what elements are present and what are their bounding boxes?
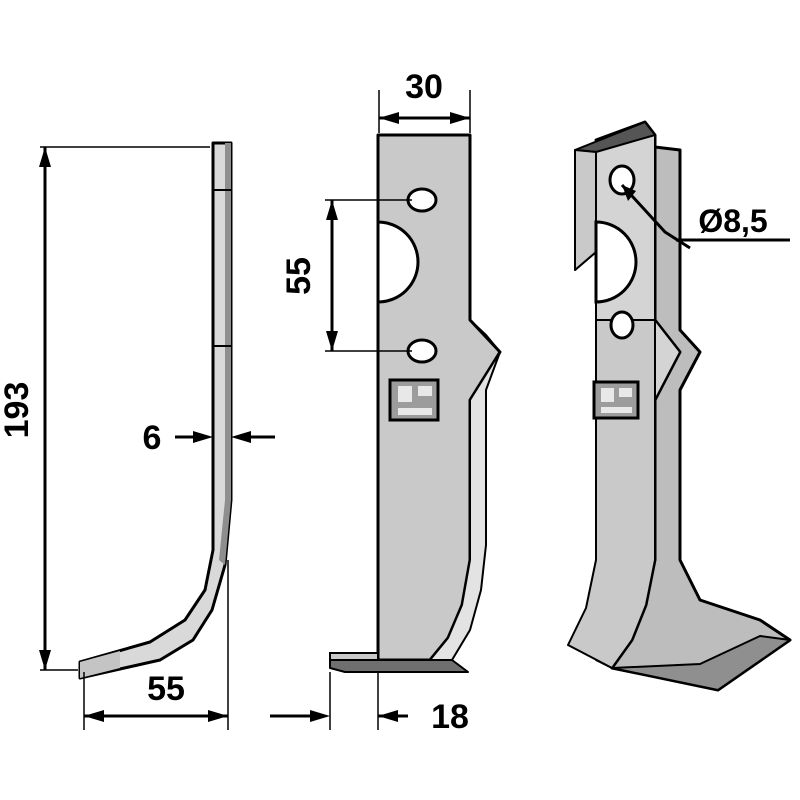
side-view-body	[78, 141, 233, 680]
front-view	[329, 133, 502, 673]
logo-notch-b	[418, 386, 432, 396]
perspective-view-logo-mark	[592, 380, 640, 420]
arrow-18-left	[310, 710, 330, 722]
front-view-notch	[376, 220, 420, 304]
logo-bar	[398, 408, 432, 415]
arrow-6-right	[231, 431, 251, 443]
perspective-view-notch	[594, 220, 638, 304]
arrow-6-left	[193, 431, 213, 443]
dim-label-55-holes: 55	[280, 257, 318, 295]
leader-arrow-hole	[622, 185, 636, 201]
logo-notch-a-iso	[601, 388, 614, 402]
side-view	[78, 141, 233, 680]
dimension-55-foot: 55	[83, 560, 229, 730]
arrow-55holes-bottom	[326, 331, 338, 351]
dimension-30: 30	[378, 68, 471, 133]
logo-notch-b-iso	[619, 388, 632, 397]
dimension-6: 6	[143, 419, 275, 457]
dimension-55-holes: 55	[280, 199, 412, 352]
side-view-foot-shade	[80, 651, 120, 678]
perspective-view-bottom-tip	[611, 635, 791, 691]
dim-label-193: 193	[0, 382, 36, 439]
perspective-view	[567, 120, 792, 692]
arrow-30-left	[379, 112, 399, 124]
dim-label-18: 18	[431, 698, 469, 736]
front-view-logo-mark	[388, 378, 440, 422]
logo-bar-iso	[601, 407, 632, 413]
arrow-55holes-top	[326, 200, 338, 220]
arrow-top-193	[39, 147, 51, 167]
dim-label-hole-diameter: Ø8,5	[698, 203, 767, 239]
front-view-foot	[329, 652, 379, 661]
perspective-view-hole-lower	[609, 310, 635, 340]
arrow-55foot-right	[208, 710, 228, 722]
perspective-view-hole-upper	[608, 164, 636, 196]
arrow-55foot-left	[84, 710, 104, 722]
leader-line-hole	[620, 183, 691, 250]
arrow-30-right	[450, 112, 470, 124]
front-view-base-strip	[329, 659, 469, 673]
dimension-hole-diameter: Ø8,5	[620, 183, 790, 250]
dim-label-6: 6	[143, 419, 162, 457]
front-view-hole-lower	[406, 338, 438, 364]
dim-label-55-foot: 55	[147, 670, 185, 708]
arrow-bottom-193	[39, 650, 51, 670]
side-view-edge-shade	[219, 143, 231, 565]
dim-label-30: 30	[405, 68, 443, 106]
logo-notch-a	[398, 386, 412, 402]
dimension-193: 193	[0, 146, 210, 671]
arrow-18-right	[378, 710, 398, 722]
front-view-hole-upper	[406, 187, 438, 213]
dimension-18: 18	[270, 672, 469, 736]
